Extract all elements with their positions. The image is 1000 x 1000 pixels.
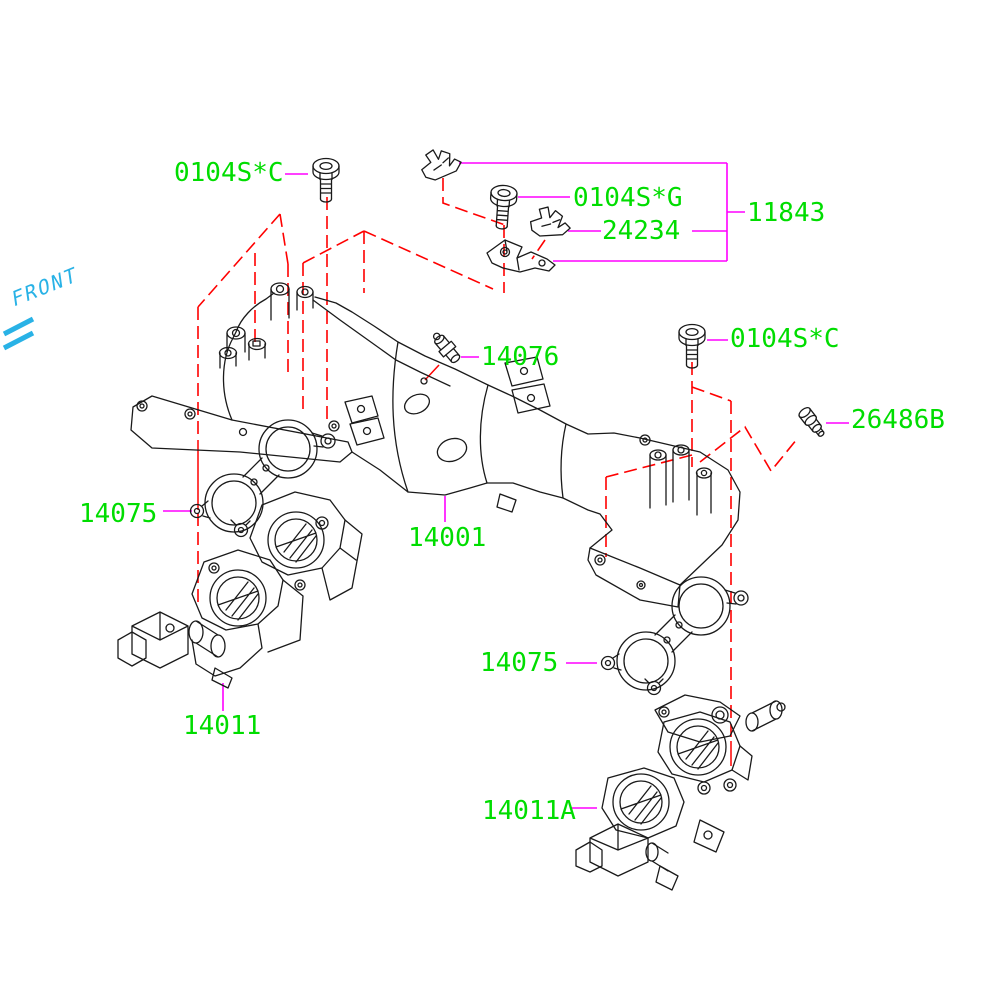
front-arrow-icon: [2, 316, 35, 351]
part-label-0104sc-left: 0104S*C: [174, 158, 284, 188]
sensor-14076-drawing: [432, 332, 461, 364]
harness-clip-upper-drawing: [418, 145, 464, 183]
part-label-0104sc-right: 0104S*C: [730, 324, 840, 354]
valve-26486b-drawing: [798, 406, 825, 437]
leader-lines: [163, 162, 849, 809]
part-label-14011a: 14011A: [482, 796, 576, 826]
gasket-right-drawing: [600, 576, 749, 696]
throttle-body-front-drawing: [117, 491, 363, 689]
part-label-14075-left: 14075: [79, 499, 158, 529]
harness-clip-lower-drawing: [527, 203, 575, 243]
bracket-24234-drawing: [486, 239, 556, 273]
red-solid-lines: [197, 364, 732, 766]
throttle-body-rear-drawing: [575, 694, 786, 891]
gasket-left-drawing: [189, 419, 336, 538]
part-label-14076: 14076: [481, 342, 560, 372]
bolt-0104sc-right-drawing: [678, 323, 706, 369]
intake-manifold-drawing: [130, 282, 741, 608]
part-label-0104sg: 0104S*G: [573, 183, 683, 213]
part-label-14075-right: 14075: [480, 648, 559, 678]
bolt-0104sc-left-drawing: [312, 157, 340, 203]
bolt-0104sg-drawing: [487, 183, 519, 231]
part-label-14001: 14001: [408, 523, 487, 553]
part-label-26486b: 26486B: [851, 405, 945, 435]
part-label-11843: 11843: [747, 198, 826, 228]
part-label-14011: 14011: [183, 711, 262, 741]
part-label-24234: 24234: [602, 216, 681, 246]
